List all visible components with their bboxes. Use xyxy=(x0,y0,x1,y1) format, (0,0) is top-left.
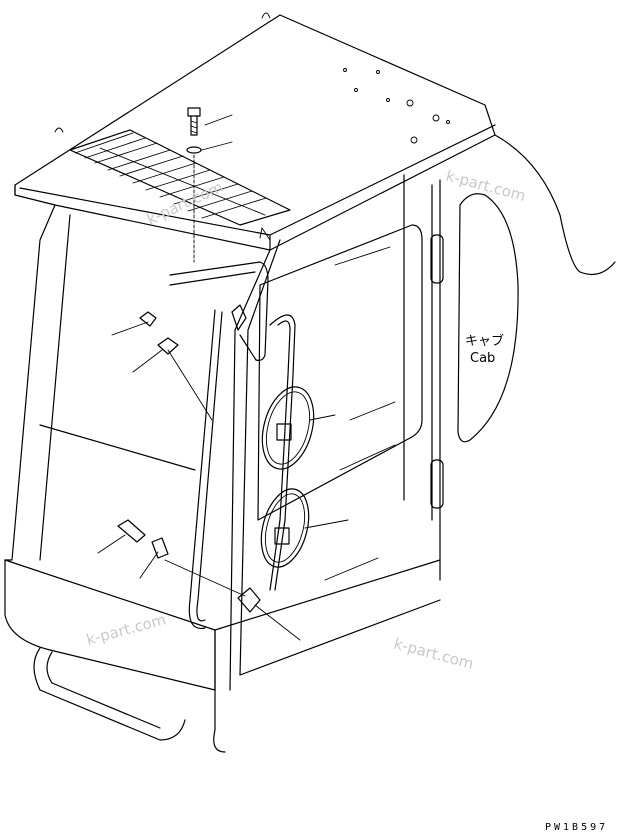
watermark: k-part.com xyxy=(84,610,168,649)
watermark: k-part.com xyxy=(444,166,528,205)
leader-lines xyxy=(97,114,349,641)
cab-label-jp: キャブ xyxy=(465,333,504,349)
cab-step xyxy=(33,647,186,741)
roof-sunvisor xyxy=(69,129,291,226)
mirror-upper xyxy=(261,386,315,470)
mirror-stay xyxy=(169,261,296,630)
roof-holes xyxy=(343,68,450,144)
cab-side-body xyxy=(229,134,616,691)
drawing-code: PW1B597 xyxy=(545,822,608,833)
cab-roof xyxy=(14,12,496,251)
mirror-lower xyxy=(260,488,310,568)
watermark: k-part.com xyxy=(392,634,476,673)
bolt-top xyxy=(186,107,202,263)
clamp-upper xyxy=(139,304,247,355)
cab-front-frame xyxy=(4,204,441,753)
cab-label-en: Cab xyxy=(470,351,495,366)
bolt-lower xyxy=(117,519,261,613)
